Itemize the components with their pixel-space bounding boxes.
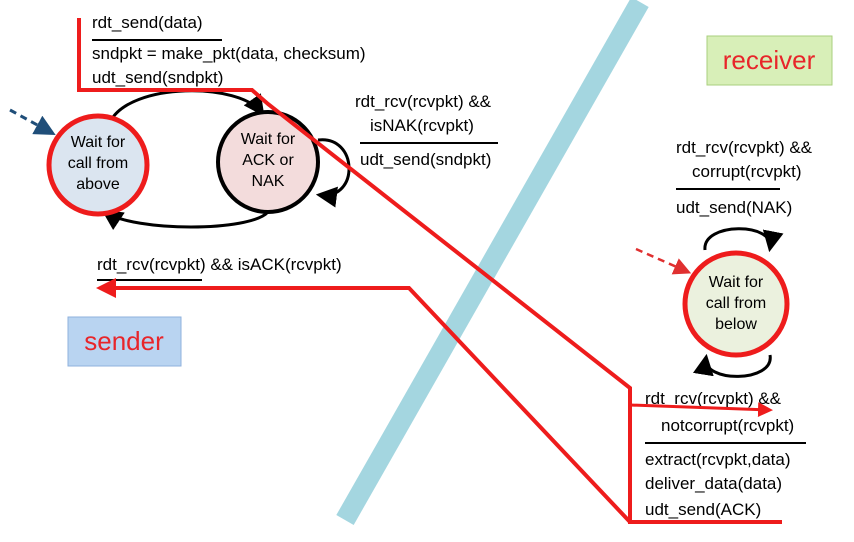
sender-badge: sender bbox=[67, 316, 182, 367]
self-loop-receiver-bottom bbox=[693, 353, 772, 378]
nak-action: udt_send(sndpkt) bbox=[360, 150, 491, 169]
nak-event-1: rdt_rcv(rcvpkt) && bbox=[355, 92, 492, 111]
corrupt-event-2: corrupt(rcvpkt) bbox=[692, 162, 802, 181]
receiver-badge: receiver bbox=[706, 35, 833, 86]
state-wait-ack-nak: Wait for ACK or NAK bbox=[216, 110, 320, 214]
network-divider bbox=[336, 0, 649, 525]
corrupt-action: udt_send(NAK) bbox=[676, 198, 792, 217]
state-acknak-line3: NAK bbox=[252, 173, 285, 190]
arc-acknak-to-above bbox=[101, 209, 270, 231]
red-trace-ack bbox=[96, 278, 632, 524]
initial-arrow-sender bbox=[9, 108, 56, 136]
notcorrupt-event-2: notcorrupt(rcvpkt) bbox=[661, 416, 794, 435]
state-above-line2: call from bbox=[68, 155, 128, 172]
state-below-line3: below bbox=[715, 316, 757, 333]
corrupt-event-1: rdt_rcv(rcvpkt) && bbox=[676, 138, 813, 157]
nak-event-2: isNAK(rcvpkt) bbox=[370, 116, 474, 135]
notcorrupt-event-1: rdt_rcv(rcvpkt) && bbox=[645, 389, 782, 408]
state-below-line1: Wait for bbox=[709, 274, 764, 291]
notcorrupt-action-2: deliver_data(data) bbox=[645, 474, 782, 493]
state-below-line2: call from bbox=[706, 295, 766, 312]
receiver-badge-label: receiver bbox=[723, 45, 816, 75]
notcorrupt-action-1: extract(rcvpkt,data) bbox=[645, 450, 791, 469]
send-action-1: sndpkt = make_pkt(data, checksum) bbox=[92, 44, 366, 63]
self-loop-receiver-top bbox=[703, 227, 784, 253]
red-trace-deliver bbox=[629, 402, 773, 418]
arc-above-to-acknak bbox=[108, 89, 265, 123]
notcorrupt-action-3: udt_send(ACK) bbox=[645, 500, 761, 519]
state-above-line1: Wait for bbox=[71, 134, 126, 151]
state-acknak-line2: ACK or bbox=[242, 152, 294, 169]
send-action-2: udt_send(sndpkt) bbox=[92, 68, 223, 87]
state-acknak-line1: Wait for bbox=[241, 131, 296, 148]
state-wait-call-below: Wait for call from below bbox=[682, 250, 790, 358]
initial-arrow-receiver bbox=[635, 247, 692, 275]
state-wait-call-above: Wait for call from above bbox=[46, 113, 150, 217]
send-event: rdt_send(data) bbox=[92, 13, 203, 32]
sender-badge-label: sender bbox=[84, 326, 164, 356]
ack-event: rdt_rcv(rcvpkt) && isACK(rcvpkt) bbox=[97, 255, 342, 274]
state-above-line3: above bbox=[76, 176, 120, 193]
